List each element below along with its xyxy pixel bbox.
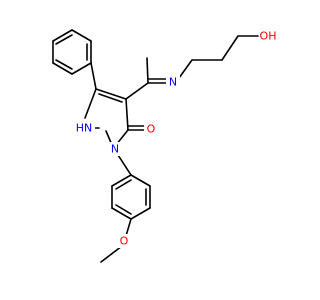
bond bbox=[55, 34, 73, 45]
bond bbox=[52, 29, 73, 42]
methoxy-oxygen-label: O bbox=[120, 235, 129, 248]
bond bbox=[71, 29, 92, 42]
bond bbox=[52, 62, 73, 75]
bond bbox=[115, 204, 132, 215]
bond bbox=[221, 35, 239, 61]
imine-nitrogen-label: N bbox=[169, 76, 177, 89]
bond bbox=[117, 154, 132, 176]
hydroxyl-label: OH bbox=[260, 30, 277, 43]
bond bbox=[125, 218, 132, 237]
bond bbox=[98, 93, 123, 103]
bond bbox=[100, 245, 123, 263]
molecule-structure-diagram: OH N HN N O O bbox=[52, 29, 277, 263]
bond bbox=[90, 62, 97, 90]
ring-nh-label: HN bbox=[76, 122, 93, 135]
bond bbox=[115, 179, 132, 190]
bond bbox=[111, 207, 132, 220]
ring-nitrogen-label: N bbox=[111, 143, 119, 156]
carbonyl-oxygen-label: O bbox=[147, 123, 156, 136]
bond bbox=[130, 174, 151, 187]
atom-labels: OH N HN N O O bbox=[73, 30, 277, 248]
bond bbox=[125, 98, 129, 131]
bond bbox=[125, 82, 149, 100]
bond bbox=[111, 174, 132, 187]
bond bbox=[178, 59, 193, 79]
bond bbox=[95, 88, 127, 100]
bond bbox=[71, 62, 92, 75]
bond bbox=[130, 207, 151, 220]
bond bbox=[55, 59, 73, 70]
bond bbox=[84, 88, 97, 119]
bond-lines bbox=[52, 29, 259, 263]
